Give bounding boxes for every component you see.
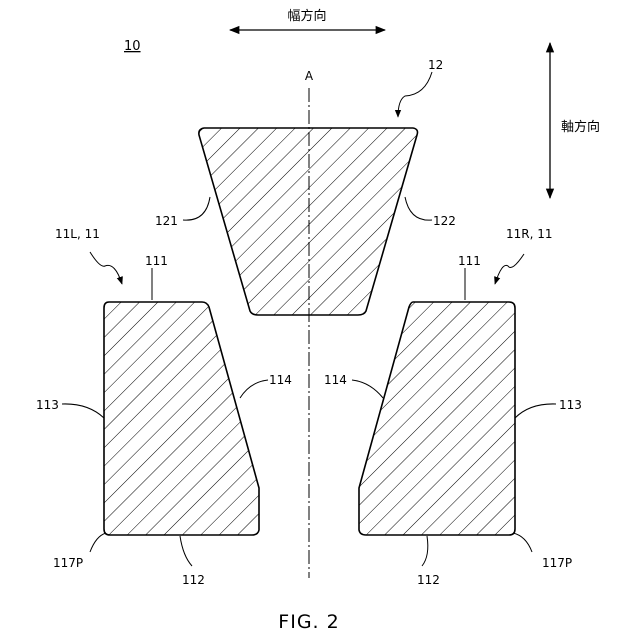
right-corner-leader [513,533,532,552]
right-outer-side-leader [515,404,556,418]
right-piece-ref: 11R, 11 [506,227,553,241]
right-bottom-leader [422,536,428,566]
axial-direction-label: 軸方向 [561,119,600,135]
left-piece-ref-arrow [90,252,122,284]
left-bottom-leader [180,536,192,566]
left-outer-side-leader [62,404,104,418]
left-piece-ref: 11L, 11 [55,227,100,241]
center-left-side-ref: 121 [155,214,178,228]
right-top-ref: 111 [458,254,481,268]
left-top-ref: 111 [145,254,168,268]
assembly-ref-label: 10 [124,39,141,54]
right-inner-side-ref: 114 [324,373,347,387]
right-inner-side-leader [352,380,383,398]
center-piece-ref: 12 [428,58,443,72]
center-piece-ref-arrow [398,72,432,117]
left-corner-leader [90,533,106,552]
right-corner-ref: 117P [542,556,572,570]
center-piece-shape [199,128,418,315]
right-bottom-ref: 112 [417,573,440,587]
right-piece-ref-arrow [495,254,524,284]
right-outer-side-ref: 113 [559,398,582,412]
left-outer-side-ref: 113 [36,398,59,412]
center-right-side-ref: 122 [433,214,456,228]
axis-label: A [305,69,314,83]
width-direction-label: 幅方向 [287,8,326,24]
center-right-side-leader [405,197,432,220]
left-corner-ref: 117P [53,556,83,570]
left-inner-side-ref: 114 [269,373,292,387]
left-bottom-ref: 112 [182,573,205,587]
center-left-side-leader [183,197,210,220]
figure-caption: FIG. 2 [278,611,339,633]
left-piece-shape [104,302,259,535]
left-inner-side-leader [240,380,268,398]
right-piece-shape [359,302,515,535]
